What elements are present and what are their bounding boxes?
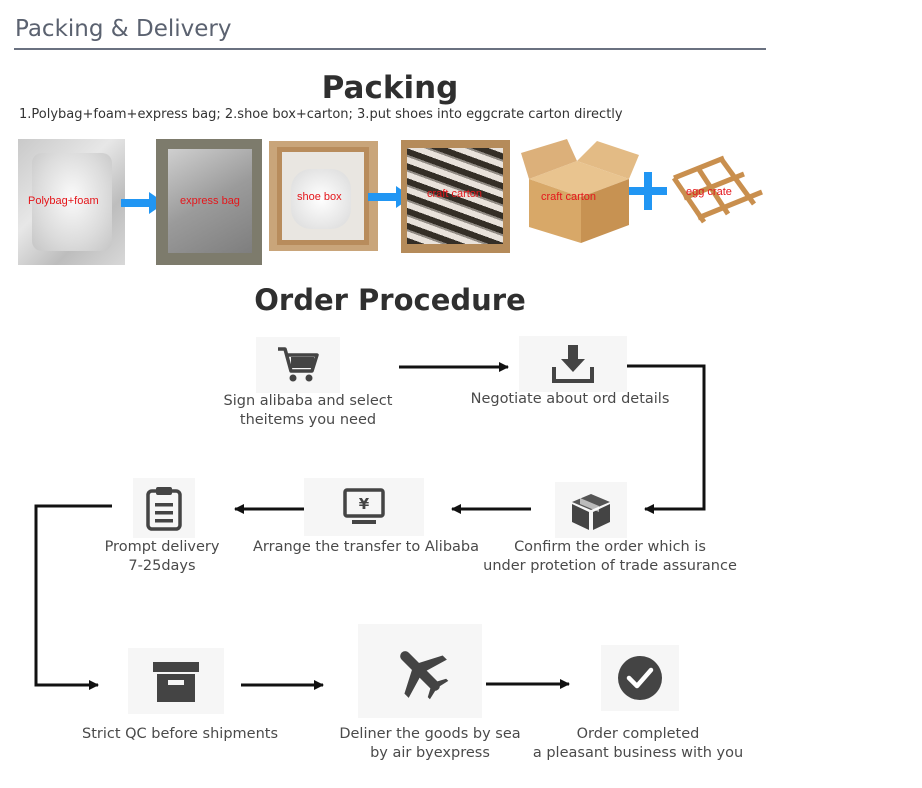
packing-description: 1.Polybag+foam+express bag; 2.shoe box+c… (19, 107, 623, 122)
svg-text:¥: ¥ (359, 495, 370, 513)
section-divider (14, 48, 766, 50)
craft-carton-photo: craft carton (517, 139, 641, 245)
step-negotiate-label: Negotiate about ord details (470, 391, 670, 407)
photo-label: craft carton (427, 188, 483, 200)
download-icon (519, 336, 627, 392)
polybag-photo: Polybag+foam (18, 139, 125, 265)
photo-label: Polybag+foam (28, 195, 99, 207)
step-arrange-label: Arrange the transfer to Alibaba (253, 539, 479, 555)
plus-icon (629, 172, 667, 210)
carton-photo: craft carton (401, 140, 510, 253)
egg-crate-photo: egg crate (664, 148, 766, 234)
order-procedure-title: Order Procedure (254, 283, 526, 317)
photo-label: express bag (180, 195, 240, 207)
photo-label: egg crate (686, 186, 732, 198)
express-bag-photo: express bag (156, 139, 262, 265)
shoe-box-photo: shoe box (269, 141, 378, 251)
step-completed-label: Order completed a pleasant business with… (532, 726, 744, 761)
step-deliver-label: Deliner the goods by sea by air byexpres… (339, 726, 521, 761)
airplane-icon (358, 624, 482, 718)
payment-monitor-icon: ¥ (304, 478, 424, 536)
photo-label: shoe box (297, 191, 342, 203)
clipboard-icon (133, 478, 195, 538)
cart-icon (256, 337, 340, 393)
step-sign-label: Sign alibaba and select theitems you nee… (223, 393, 393, 428)
packing-title: Packing (321, 70, 459, 106)
step-prompt-label: Prompt delivery 7-25days (104, 539, 220, 574)
step-confirm-label: Confirm the order which is under proteti… (483, 539, 737, 574)
archive-box-icon (128, 648, 224, 714)
section-title: Packing & Delivery (15, 16, 232, 42)
step-qc-label: Strict QC before shipments (81, 726, 279, 742)
check-circle-icon (601, 645, 679, 711)
arrow-right-icon (121, 192, 165, 214)
photo-label: craft carton (541, 191, 597, 203)
box-icon (555, 482, 627, 538)
